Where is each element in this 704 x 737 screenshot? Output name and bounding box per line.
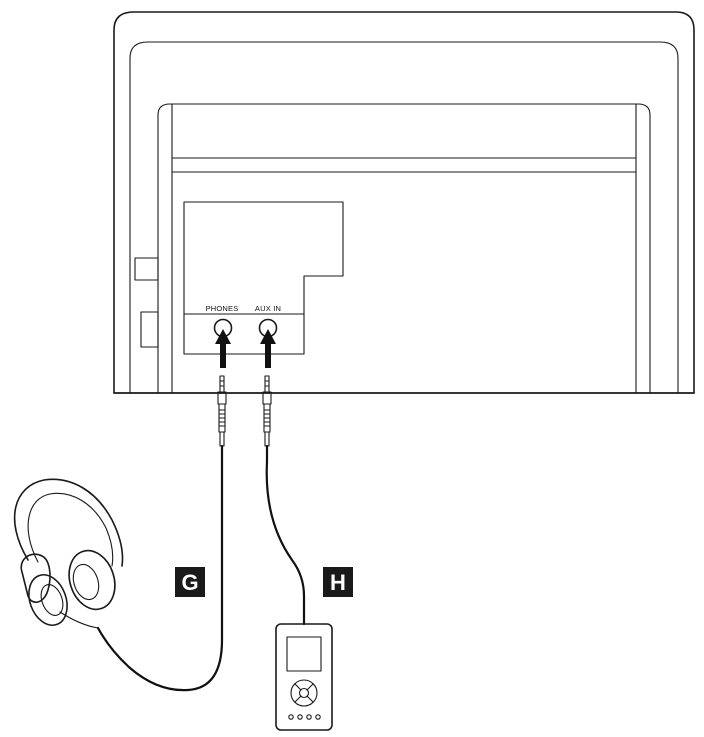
- player-wheel: [290, 679, 318, 707]
- unit-rear-panel: PHONES AUX IN: [113, 11, 695, 394]
- headphones-cable: [96, 444, 224, 692]
- side-tab-upper: [134, 257, 159, 281]
- badge-g-label: G: [181, 570, 198, 595]
- phones-label: PHONES: [206, 304, 239, 313]
- callout-badge-h: H: [323, 567, 353, 597]
- headphones-icon: [13, 478, 124, 629]
- callout-badge-g: G: [175, 567, 205, 597]
- back-panel-recess: [157, 103, 651, 394]
- aux-in-label: AUX IN: [255, 304, 281, 313]
- connector-plate: [183, 201, 344, 355]
- player-screen: [286, 636, 322, 672]
- side-tab-lower: [140, 311, 159, 348]
- audio-plug-icon: [262, 375, 272, 447]
- audio-plug-icon: [217, 375, 227, 447]
- player-cable: [265, 444, 306, 626]
- portable-media-player-icon: [275, 623, 333, 731]
- player-body: [275, 623, 333, 731]
- unit-outer-shell: [113, 11, 695, 394]
- arrow-up-icon: [215, 329, 231, 368]
- badge-h-label: H: [330, 570, 346, 595]
- player-center-button: [298, 687, 310, 699]
- arrow-up-icon: [260, 329, 276, 368]
- unit-inner-rim: [129, 41, 679, 394]
